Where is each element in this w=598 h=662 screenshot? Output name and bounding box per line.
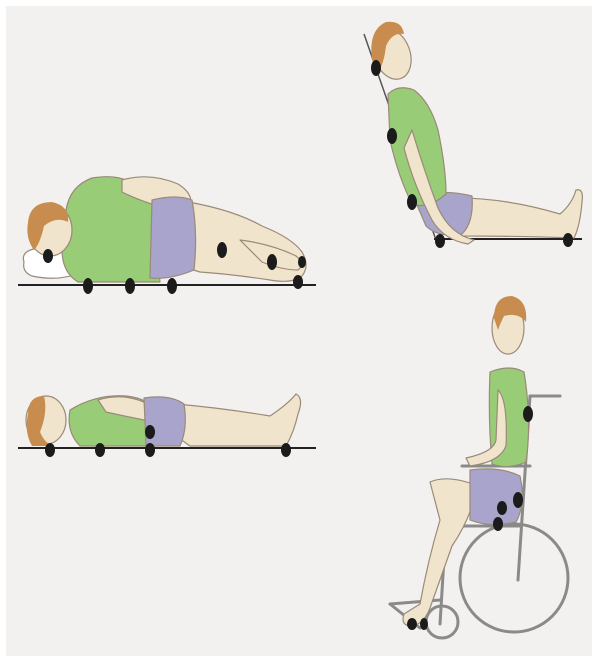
- long-sitting-figure: [364, 22, 582, 248]
- pressure-point-knee-upper: [217, 242, 227, 258]
- supine-legs: [176, 394, 301, 446]
- pressure-point-ischium: [497, 501, 507, 515]
- wheelchair-figure: [390, 296, 568, 638]
- wheel-arm: [466, 390, 506, 466]
- pressure-point-heel: [407, 618, 417, 630]
- pressure-point-thigh: [493, 517, 503, 531]
- pressure-point-scapula: [387, 128, 397, 144]
- pressure-point-foot: [298, 256, 306, 268]
- wheelchair-big-wheel: [460, 524, 568, 632]
- pressure-point-sacrum: [513, 492, 523, 508]
- supine-figure: [18, 394, 316, 457]
- pressure-point-hip: [167, 278, 177, 294]
- pressure-point-ear: [43, 249, 53, 263]
- pressure-point-scapula: [523, 406, 533, 422]
- pressure-point-heel: [281, 443, 291, 457]
- pressure-point-shoulder: [83, 278, 93, 294]
- pressure-point-ribs: [125, 278, 135, 294]
- pressure-point-scapula: [95, 443, 105, 457]
- pressure-point-sacrum: [407, 194, 417, 210]
- pressure-point-toe: [420, 618, 428, 630]
- pressure-point-elbow: [145, 425, 155, 439]
- pressure-point-sacrum: [145, 443, 155, 457]
- pressure-point-ischium: [435, 234, 445, 248]
- pressure-point-ankle: [293, 275, 303, 289]
- side-shorts: [150, 197, 196, 278]
- pressure-point-knee: [267, 254, 277, 270]
- pressure-point-heel: [563, 233, 573, 247]
- pressure-point-occiput: [371, 60, 381, 76]
- side-lying-figure: [18, 177, 316, 294]
- pressure-point-occiput: [45, 443, 55, 457]
